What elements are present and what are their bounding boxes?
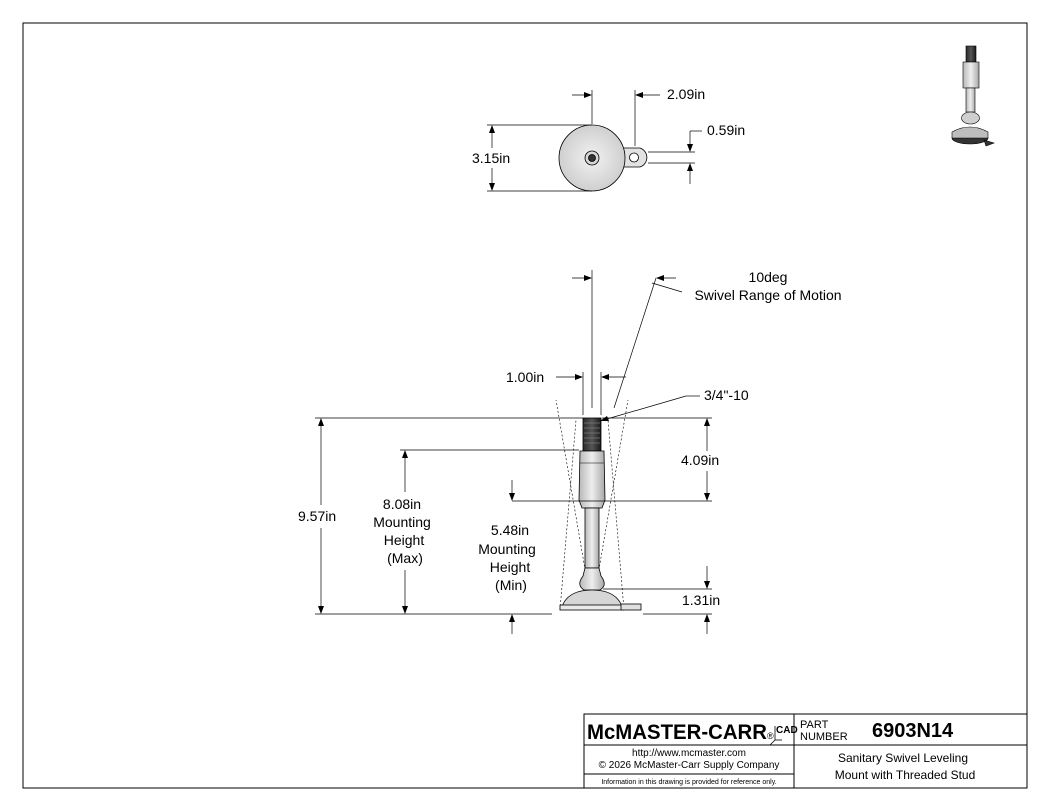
dim-9-57in: 9.57in: [298, 508, 336, 524]
stud-core-top: [588, 154, 596, 162]
swivel-arrowheads: [584, 275, 664, 281]
dim-3-15in: 3.15in: [472, 150, 510, 166]
part-label-2: NUMBER: [800, 731, 848, 743]
part-label-1: PART: [800, 719, 829, 731]
thread-length-arrowheads: [509, 418, 710, 501]
ball-joint: [579, 567, 605, 591]
thread-leader-arrow: [600, 416, 609, 421]
logo-cad-icon: [769, 726, 782, 746]
logo-cad: CAD: [776, 725, 798, 736]
dim-2-09in: 2.09in: [667, 86, 705, 102]
tab-hole: [629, 152, 639, 163]
stud-dia-dimension: [556, 372, 626, 415]
min-height-line3: (Min): [495, 577, 527, 593]
iso-thumbnail: [951, 45, 995, 147]
swivel-label: Swivel Range of Motion: [694, 287, 841, 303]
hex-body: [578, 450, 606, 509]
max-height-line3: (Max): [387, 550, 423, 566]
max-height-dimension: [400, 449, 579, 611]
overall-height-dimension: [315, 417, 583, 615]
dim-1-00in: 1.00in: [506, 369, 544, 385]
tb-copyright: © 2026 McMaster-Carr Supply Company: [599, 760, 780, 771]
thread-leader: [599, 395, 700, 422]
title-block: [583, 713, 1028, 789]
side-view-part: [559, 417, 642, 611]
stud-dia-arrowheads: [575, 374, 609, 380]
part-number: 6903N14: [872, 720, 954, 742]
top-view: [558, 124, 648, 192]
base-height-arrowheads: [704, 581, 710, 622]
max-height-line1: Mounting: [373, 514, 431, 530]
tb-note: Information in this drawing is provided …: [601, 779, 776, 786]
max-height-line2: Height: [384, 532, 425, 548]
top-view-arrowheads: [489, 92, 693, 191]
dim-0-59in: 0.59in: [707, 122, 745, 138]
max-height-value: 8.08in: [383, 496, 421, 512]
logo-text: McMASTER-CARR: [587, 721, 767, 744]
sheet-border: [22, 22, 1028, 789]
dim-1-31in: 1.31in: [682, 592, 720, 608]
max-height-arrowheads: [402, 450, 408, 614]
swivel-dimension: [572, 277, 683, 409]
min-height-arrowhead: [509, 614, 515, 622]
min-height-value: 5.48in: [491, 522, 529, 538]
swivel-envelope: [555, 399, 629, 611]
base-tab: [620, 603, 642, 611]
dim-4-09in: 4.09in: [681, 452, 719, 468]
top-view-dimensions: [487, 90, 702, 192]
thread-marks: [584, 422, 600, 444]
logo-registered: ®: [767, 731, 774, 741]
min-height-line2: Height: [490, 559, 531, 575]
desc-line-2: Mount with Threaded Stud: [835, 768, 976, 782]
min-height-line1: Mounting: [478, 541, 536, 557]
thread-callout: 3/4"-10: [704, 387, 749, 403]
swivel-angle: 10deg: [749, 269, 788, 285]
desc-line-1: Sanitary Swivel Leveling: [838, 751, 968, 765]
shaft: [584, 507, 600, 569]
base-foot: [559, 604, 625, 611]
tb-url: http://www.mcmaster.com: [632, 748, 746, 759]
overall-height-arrowheads: [318, 418, 324, 614]
